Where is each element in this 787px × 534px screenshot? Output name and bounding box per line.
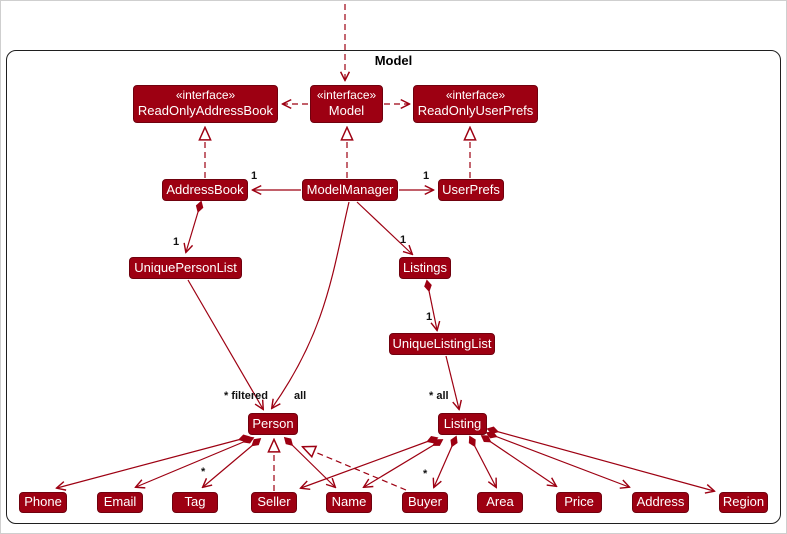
- class-label: AddressBook: [166, 181, 244, 197]
- class-label: UniquePersonList: [134, 259, 237, 275]
- stereotype-label: «interface»: [445, 87, 506, 102]
- class-label: Region: [722, 494, 765, 510]
- edge-modelmanager-to-person: [272, 201, 350, 408]
- label-modelmanager-person-filtered: * filtered: [224, 390, 269, 402]
- class-box-uniquepersonlist: UniquePersonList: [129, 257, 242, 279]
- class-box-listing: Listing: [438, 413, 487, 435]
- edge-uniquepersonlist-to-person: [187, 279, 263, 409]
- class-label: Area: [486, 494, 514, 510]
- class-box-listings: Listings: [399, 257, 451, 279]
- class-label: Listings: [402, 259, 448, 275]
- class-label: Seller: [257, 494, 291, 510]
- multiplicity-addressbook-uniquepersonlist: 1: [173, 236, 180, 248]
- class-box-readonlyaddressbook: «interface» ReadOnlyAddressBook: [133, 85, 278, 123]
- class-box-model-interface: «interface» Model: [310, 85, 383, 123]
- edge-listing-to-area: [470, 437, 496, 487]
- class-label: ReadOnlyUserPrefs: [417, 103, 534, 119]
- class-box-address: Address: [632, 492, 689, 513]
- class-label: Name: [331, 494, 367, 510]
- class-label: Address: [636, 494, 685, 510]
- edge-modelmanager-to-listings: [356, 201, 412, 254]
- class-box-uniquelistinglist: UniqueListingList: [389, 333, 495, 355]
- class-label: UserPrefs: [442, 181, 500, 197]
- class-box-readonlyuserprefs: «interface» ReadOnlyUserPrefs: [413, 85, 538, 123]
- class-label: Tag: [184, 494, 206, 510]
- class-label: UniqueListingList: [392, 335, 492, 351]
- label-uniquepersonlist-person-all: all: [294, 390, 307, 402]
- multiplicity-listings-uniquelistinglist: 1: [426, 311, 433, 323]
- multiplicity-person-tag: *: [201, 466, 206, 478]
- class-box-modelmanager: ModelManager: [302, 179, 398, 201]
- edge-person-to-tag: [203, 439, 260, 487]
- multiplicity-listing-buyer: *: [423, 468, 428, 480]
- class-box-seller: Seller: [251, 492, 297, 513]
- class-box-price: Price: [556, 492, 602, 513]
- class-box-email: Email: [97, 492, 143, 513]
- class-label: Person: [252, 415, 294, 431]
- edge-listing-to-price: [482, 436, 556, 486]
- class-label: ReadOnlyAddressBook: [137, 103, 274, 119]
- multiplicity-modelmanager-addressbook: 1: [251, 170, 258, 182]
- class-box-addressbook: AddressBook: [162, 179, 248, 201]
- edge-person-to-name: [285, 438, 335, 487]
- class-box-name: Name: [326, 492, 372, 513]
- edge-listing-to-address: [487, 433, 629, 487]
- edge-listing-to-region: [488, 429, 714, 491]
- class-label: Buyer: [408, 494, 442, 510]
- class-box-buyer: Buyer: [402, 492, 448, 513]
- class-label: Email: [103, 494, 137, 510]
- multiplicity-modelmanager-listings: 1: [400, 234, 407, 246]
- edge-uniquelistinglist-to-listing: [445, 355, 459, 409]
- edge-addressbook-to-uniquepersonlist: [186, 202, 201, 252]
- class-box-region: Region: [719, 492, 768, 513]
- class-box-tag: Tag: [172, 492, 218, 513]
- class-box-userprefs: UserPrefs: [438, 179, 504, 201]
- edge-listing-to-buyer: [434, 437, 456, 487]
- edge-listings-to-uniquelistinglist: [427, 281, 437, 330]
- stereotype-label: «interface»: [175, 87, 236, 102]
- class-label: Listing: [443, 415, 482, 431]
- multiplicity-modelmanager-userprefs: 1: [423, 170, 430, 182]
- frame-title: Model: [374, 53, 413, 68]
- class-box-area: Area: [477, 492, 523, 513]
- class-box-phone: Phone: [19, 492, 67, 513]
- class-box-person: Person: [248, 413, 298, 435]
- label-uniquelistinglist-listing-all: * all: [429, 390, 449, 402]
- stereotype-label: «interface»: [316, 87, 377, 102]
- edge-listing-to-name: [364, 440, 442, 487]
- edge-listing-to-seller: [301, 438, 437, 488]
- class-label: ModelManager: [306, 181, 394, 197]
- class-label: Model: [328, 103, 365, 119]
- class-label: Phone: [24, 494, 62, 510]
- class-label: Price: [564, 494, 594, 510]
